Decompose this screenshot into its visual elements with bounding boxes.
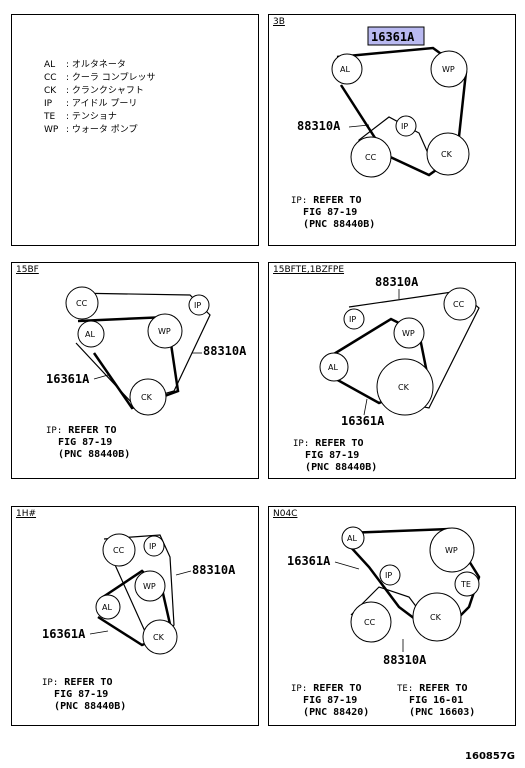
- legend-row: CK: クランクシャフト: [44, 86, 144, 96]
- legend-row: AL: オルタネータ: [44, 60, 126, 70]
- panel-title: 15BFTE,1BZFPE: [273, 265, 345, 275]
- pulley-wp: [147, 313, 183, 349]
- label-al: AL: [85, 330, 95, 339]
- panel-n04c: N04C 16361A 88310A AL WP IP TE CC CK IP:…: [268, 506, 516, 726]
- pulley-cc: [65, 286, 99, 320]
- refer-note: IP: REFER TO FIG 87-19 (PNC 88440B): [46, 425, 131, 460]
- label-ck: CK: [141, 393, 153, 402]
- label-wp: WP: [143, 582, 156, 591]
- legend-row: IP: アイドル プーリ: [44, 99, 138, 109]
- pulley-al: [331, 53, 363, 85]
- belt-diagram-15bf: 88310A 16361A CC IP AL WP CK: [46, 286, 247, 416]
- pulley-ck: [129, 378, 167, 416]
- part-label-16361a: 16361A: [42, 627, 86, 641]
- label-wp: WP: [158, 327, 171, 336]
- legend-row: CC: クーラ コンプレッサ: [44, 73, 156, 83]
- label-cc: CC: [76, 299, 88, 308]
- label-wp: WP: [445, 546, 458, 555]
- pulley-te: [454, 571, 480, 597]
- panel-3b: 3B 16361A 88310A AL WP IP CC CK IP: REFE…: [268, 14, 516, 246]
- label-ip: IP: [149, 542, 156, 551]
- part-label-88310a: 88310A: [192, 563, 236, 577]
- label-ip: IP: [194, 301, 201, 310]
- panel-15bf: 15BF 88310A 16361A CC IP AL WP CK IP: RE…: [11, 262, 259, 479]
- pulley-cc: [350, 136, 392, 178]
- label-ck: CK: [441, 150, 453, 159]
- belt-diagram-n04c: 16361A 88310A AL WP IP TE CC CK: [287, 526, 481, 667]
- legend-row: TE: テンショナ: [44, 112, 117, 122]
- pulley-al: [341, 526, 365, 550]
- legend: AL: オルタネータ CC: クーラ コンプレッサ CK: クランクシャフト I…: [44, 59, 156, 137]
- part-label-16361a: 16361A: [341, 414, 385, 428]
- pulley-ck: [412, 592, 462, 642]
- pulley-al: [77, 320, 105, 348]
- highlight-16361a: [367, 26, 425, 46]
- refer-note: IP: REFER TO FIG 87-19 (PNC 88440B): [42, 677, 127, 712]
- part-label-88310a: 88310A: [297, 119, 341, 133]
- refer-note: IP: REFER TO FIG 87-19 (PNC 88440B): [291, 195, 376, 230]
- label-cc: CC: [364, 618, 376, 627]
- pulley-ip: [395, 115, 417, 137]
- pulley-al: [319, 352, 349, 382]
- panel-title: 3B: [273, 17, 285, 27]
- label-ip: IP: [385, 571, 392, 580]
- belt-diagram-3b: 16361A 88310A AL WP IP CC CK: [297, 26, 470, 178]
- label-ip: IP: [401, 122, 408, 131]
- pulley-ck: [142, 619, 178, 655]
- belt-diagram-1hz: 88310A 16361A CC IP WP AL CK: [42, 533, 236, 655]
- refer-note-ip: IP: REFER TO FIG 87-19 (PNC 88420): [291, 683, 370, 718]
- label-al: AL: [347, 534, 357, 543]
- pulley-ck: [426, 132, 470, 176]
- legend-row: WP: ウォータ ポンプ: [44, 125, 138, 135]
- pulley-al: [95, 594, 121, 620]
- part-label-88310a: 88310A: [383, 653, 427, 667]
- label-te: TE: [460, 580, 471, 589]
- label-ck: CK: [430, 613, 442, 622]
- refer-note-te: TE: REFER TO FIG 16-01 (PNC 16603): [397, 683, 476, 718]
- belt-16361a: [77, 315, 180, 410]
- part-label-88310a: 88310A: [375, 275, 419, 289]
- part-label-16361a: 16361A: [287, 554, 331, 568]
- label-cc: CC: [113, 546, 125, 555]
- part-label-16361a: 16361A: [46, 372, 90, 386]
- figure-number: 160857G: [465, 751, 515, 762]
- label-cc: CC: [453, 300, 465, 309]
- pulley-wp: [134, 570, 166, 602]
- pulley-wp: [430, 50, 468, 88]
- label-wp: WP: [442, 65, 455, 74]
- legend-panel: AL: オルタネータ CC: クーラ コンプレッサ CK: クランクシャフト I…: [11, 14, 259, 246]
- pulley-ck: [376, 358, 434, 416]
- pulley-cc: [443, 287, 477, 321]
- part-label-88310a: 88310A: [203, 344, 247, 358]
- refer-note: IP: REFER TO FIG 87-19 (PNC 88440B): [293, 438, 378, 473]
- panel-title: 15BF: [16, 265, 39, 275]
- label-cc: CC: [365, 153, 377, 162]
- label-ck: CK: [398, 383, 410, 392]
- panel-title: 1H#: [16, 509, 37, 519]
- belt-16361a: [97, 569, 174, 647]
- belt-diagram-15bfte: 88310A 16361A CC IP WP AL CK: [319, 275, 480, 428]
- label-al: AL: [340, 65, 350, 74]
- pulley-wp: [429, 527, 475, 573]
- part-label-16361a: 16361A: [371, 30, 415, 44]
- label-ip: IP: [349, 315, 356, 324]
- pulley-ip: [379, 564, 401, 586]
- pulley-ip: [188, 294, 210, 316]
- pulley-cc: [350, 601, 392, 643]
- label-wp: WP: [402, 329, 415, 338]
- panel-1hz: 1H# 88310A 16361A CC IP WP AL CK IP: REF…: [11, 506, 259, 726]
- pulley-ip: [143, 535, 165, 557]
- pulley-cc: [102, 533, 136, 567]
- panel-15bfte: 15BFTE,1BZFPE 88310A 16361A CC IP WP AL …: [268, 262, 516, 479]
- pulley-ip: [343, 308, 365, 330]
- label-al: AL: [102, 603, 112, 612]
- belt-16361a: [324, 317, 431, 405]
- panel-title: N04C: [273, 509, 298, 519]
- label-ck: CK: [153, 633, 165, 642]
- label-al: AL: [328, 363, 338, 372]
- pulley-wp: [393, 317, 425, 349]
